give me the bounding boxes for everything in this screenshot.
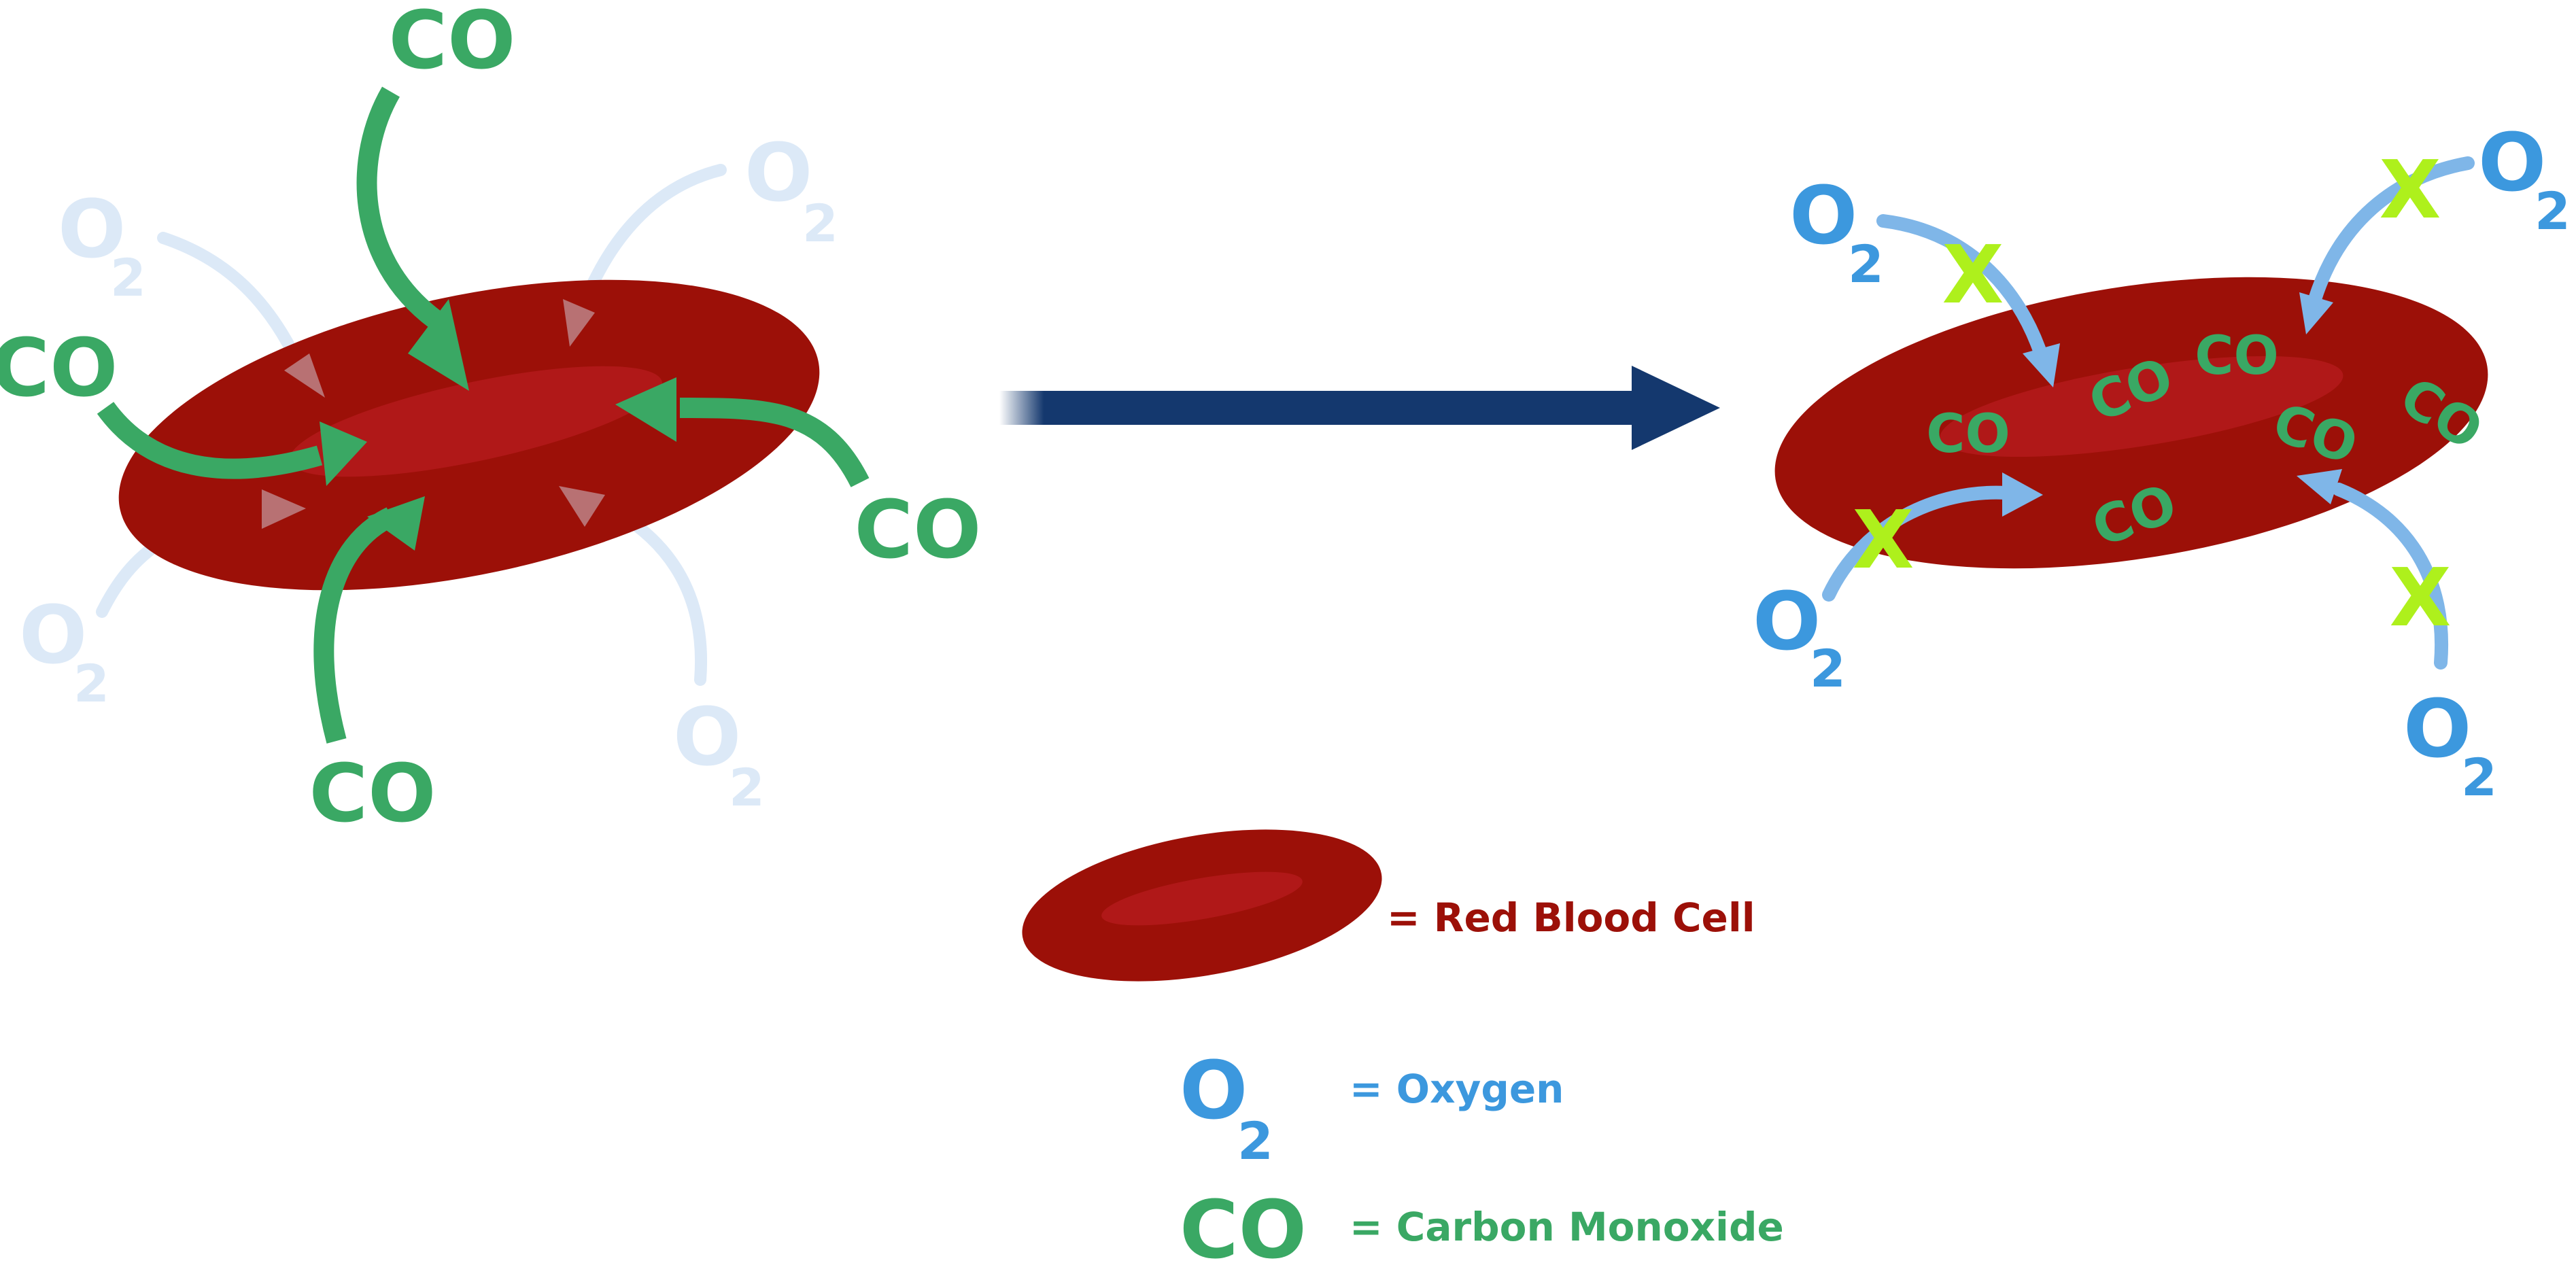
legend-o2-subscript: 2 bbox=[1237, 1111, 1273, 1171]
o2-label: O bbox=[1753, 574, 1821, 668]
co-labels-left: CO CO CO CO bbox=[0, 0, 981, 840]
legend-oxygen: O 2 = Oxygen bbox=[1180, 1043, 1564, 1171]
blocked-marks: X X X X bbox=[1853, 143, 2452, 644]
o2-subscript: 2 bbox=[802, 193, 838, 254]
o2-label: O bbox=[19, 588, 87, 682]
blocked-o2-arrowheads bbox=[2002, 292, 2342, 517]
left-scene: CO CO CO CO O 2 O 2 O 2 O 2 bbox=[0, 0, 981, 840]
legend-co-symbol: CO bbox=[1180, 1183, 1307, 1265]
o2-labels-right: O 2 O 2 O 2 O 2 bbox=[1753, 116, 2571, 808]
blocked-x-icon: X bbox=[1942, 228, 2004, 322]
o2-label: O bbox=[58, 182, 126, 276]
blocked-x-icon: X bbox=[2390, 551, 2452, 644]
legend-carbon-monoxide: CO = Carbon Monoxide bbox=[1180, 1183, 1784, 1265]
legend-o2-symbol: O bbox=[1180, 1043, 1248, 1137]
o2-subscript: 2 bbox=[729, 757, 765, 818]
co-molecule: CO bbox=[2195, 326, 2279, 387]
right-scene: CO CO CO CO CO CO O 2 O 2 O 2 bbox=[1753, 116, 2571, 808]
co-label: CO bbox=[309, 746, 436, 840]
o2-label: O bbox=[744, 126, 812, 220]
blocked-o2-arrows bbox=[1822, 156, 2475, 670]
legend: = Red Blood Cell O 2 = Oxygen CO = Carbo… bbox=[1022, 829, 1784, 1265]
co-molecule: CO bbox=[1926, 404, 2010, 465]
o2-subscript: 2 bbox=[110, 247, 146, 308]
blocked-x-icon: X bbox=[2380, 143, 2441, 237]
red-blood-cell-left bbox=[118, 279, 820, 591]
faded-o2-arrowheads bbox=[262, 299, 605, 529]
legend-co-text: = Carbon Monoxide bbox=[1350, 1204, 1784, 1250]
o2-subscript: 2 bbox=[1848, 234, 1884, 294]
blocked-x-icon: X bbox=[1853, 493, 1914, 587]
co-arrows bbox=[97, 86, 870, 744]
o2-subscript: 2 bbox=[2461, 747, 2497, 808]
legend-oxygen-text: = Oxygen bbox=[1350, 1066, 1564, 1112]
co-arrowheads bbox=[320, 299, 676, 551]
o2-labels-faded: O 2 O 2 O 2 O 2 bbox=[19, 126, 838, 818]
o2-subscript: 2 bbox=[1810, 638, 1846, 699]
o2-label: O bbox=[1789, 169, 1857, 262]
co-label: CO bbox=[389, 0, 516, 87]
transition-arrow bbox=[999, 366, 1720, 450]
co-label: CO bbox=[855, 483, 982, 576]
legend-rbc-text: = Red Blood Cell bbox=[1387, 895, 1755, 941]
o2-label: O bbox=[673, 690, 741, 784]
o2-label: O bbox=[2403, 682, 2471, 776]
o2-subscript: 2 bbox=[2535, 181, 2571, 241]
co-label: CO bbox=[0, 321, 118, 415]
legend-rbc: = Red Blood Cell bbox=[1022, 829, 1755, 982]
o2-label: O bbox=[2478, 116, 2546, 209]
o2-subscript: 2 bbox=[73, 653, 109, 714]
